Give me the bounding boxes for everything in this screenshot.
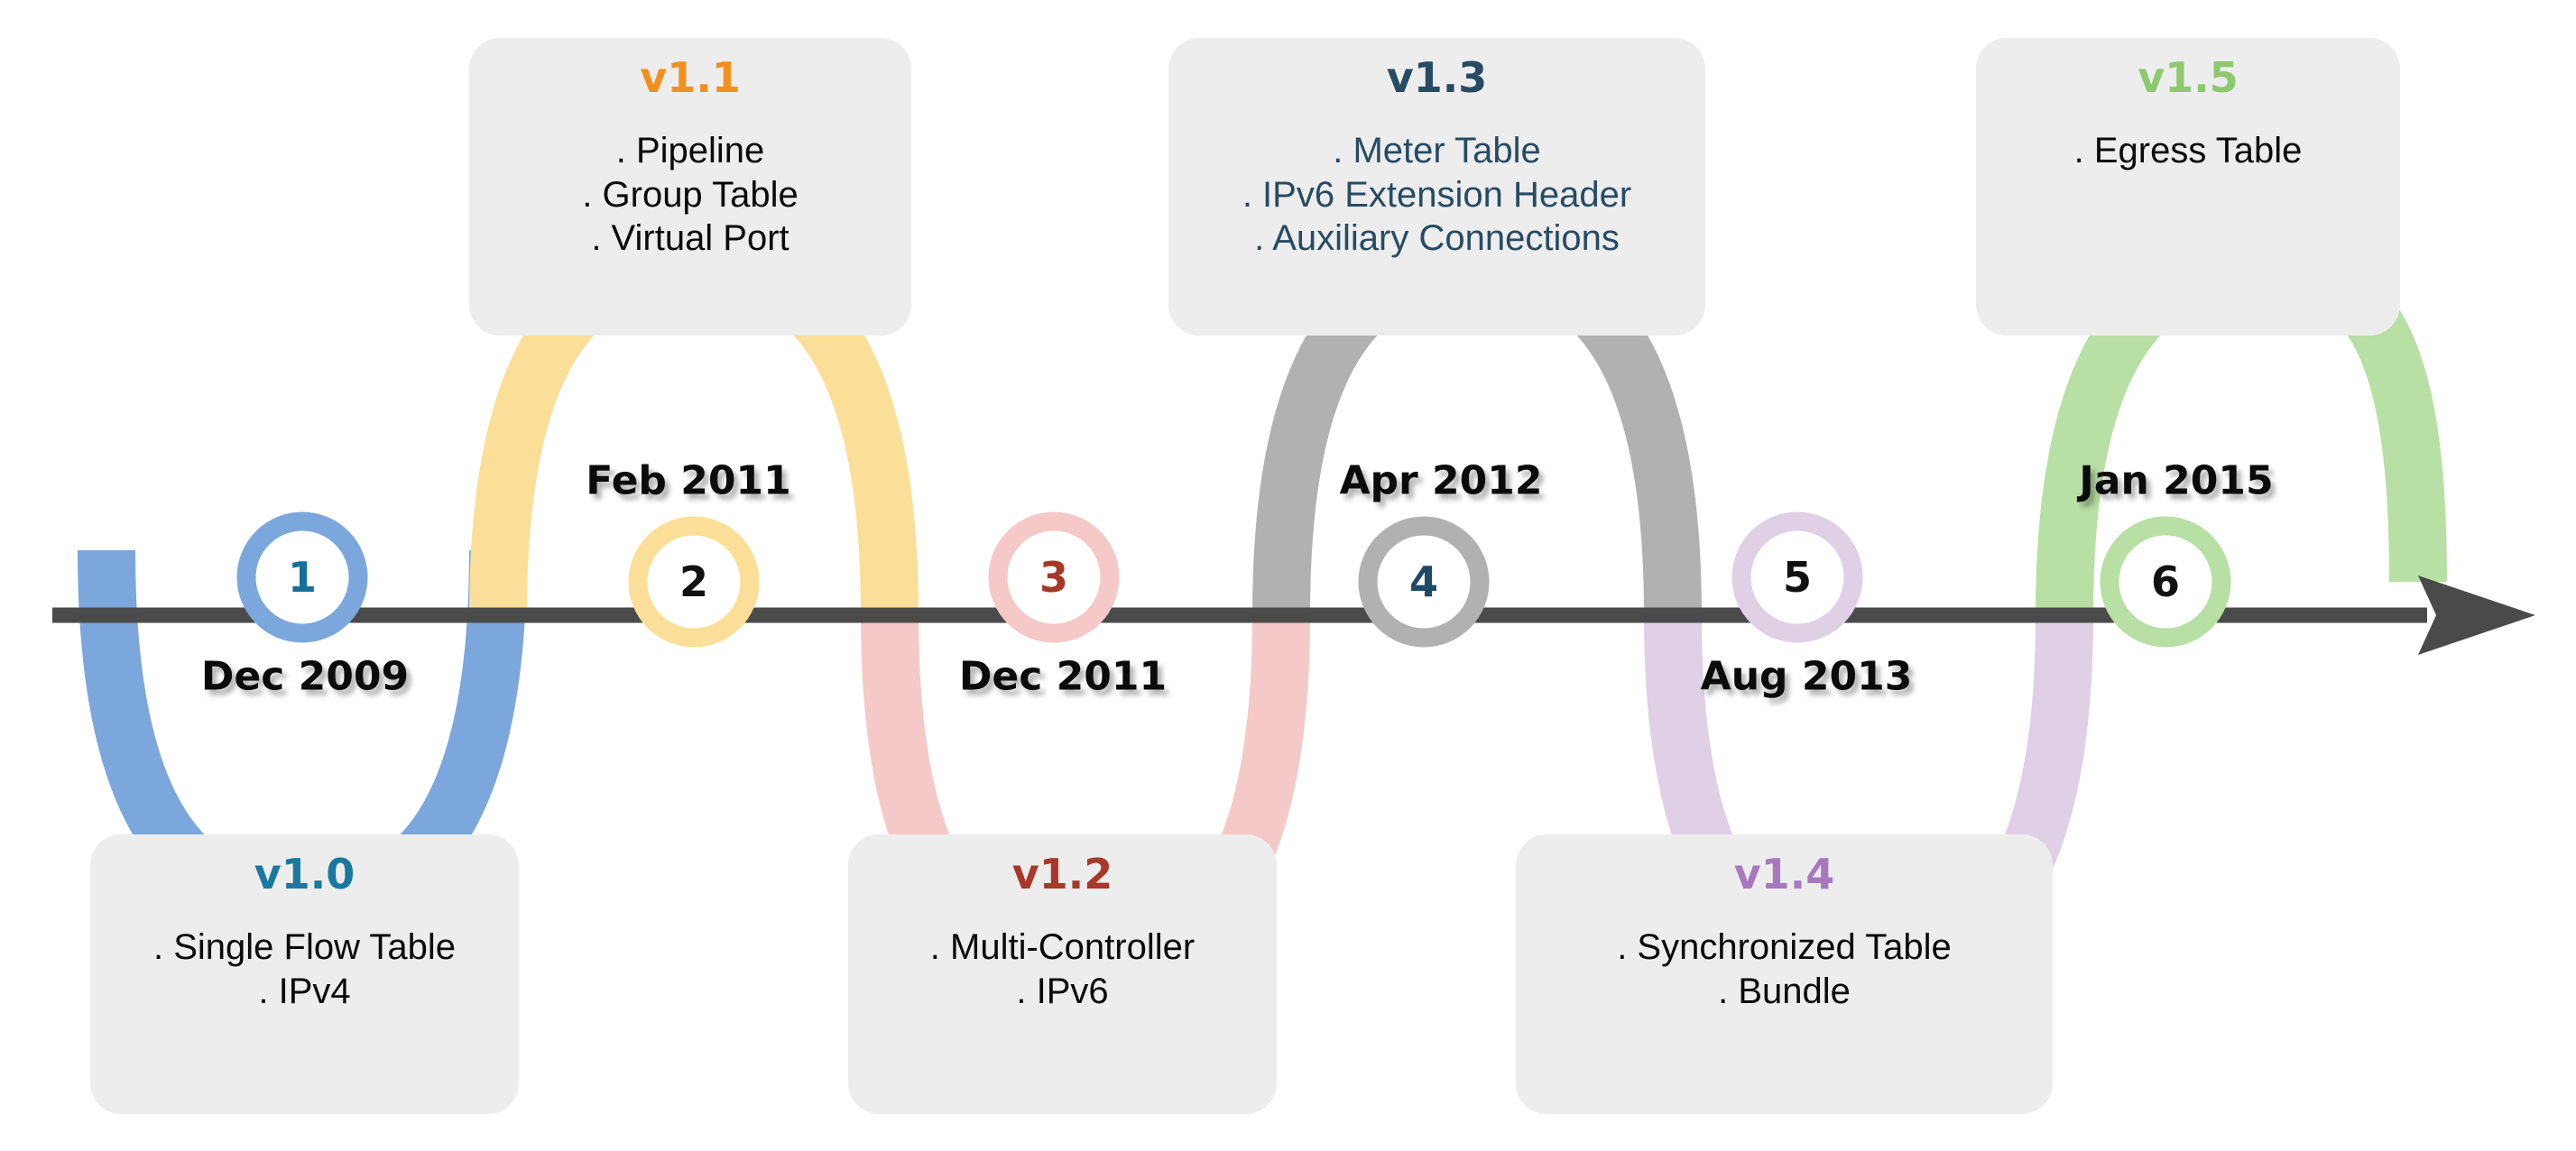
node-number-6: 6 xyxy=(2150,557,2181,606)
version-label-v1-3: v1.3 xyxy=(1386,53,1488,102)
date-label-3: Dec 2011 xyxy=(958,653,1168,700)
node-number-1: 1 xyxy=(287,553,318,602)
version-label-v1-0: v1.0 xyxy=(254,850,355,898)
version-card-v1-5[interactable]: v1.5 . Egress Table xyxy=(1976,38,2400,336)
node-ring-3 xyxy=(988,511,1120,643)
version-card-v1-2[interactable]: v1.2 . Multi-Controller . IPv6 xyxy=(848,834,1277,1114)
feature-item-v1-1-1: . Group Table xyxy=(582,174,799,215)
version-label-v1-2: v1.2 xyxy=(1011,850,1113,898)
version-card-v1-4[interactable]: v1.4 . Synchronized Table . Bundle xyxy=(1516,834,2053,1114)
feature-item-v1-0-0: . Single Flow Table xyxy=(153,926,456,967)
node-ring-1 xyxy=(236,511,368,643)
date-label-2: Feb 2011 xyxy=(586,457,791,504)
node-number-3: 3 xyxy=(1039,553,1069,602)
version-label-v1-1: v1.1 xyxy=(640,53,741,102)
node-rings xyxy=(236,511,2231,648)
feature-item-v1-4-1: . Bundle xyxy=(1718,971,1851,1011)
version-label-v1-5: v1.5 xyxy=(2137,53,2239,102)
axis-arrowhead xyxy=(2418,576,2535,655)
feature-item-v1-1-0: . Pipeline xyxy=(615,130,765,170)
feature-item-v1-2-0: . Multi-Controller xyxy=(929,926,1196,967)
node-number-4: 4 xyxy=(1408,557,1439,606)
node-ring-2 xyxy=(628,516,760,648)
node-ring-6 xyxy=(2100,516,2231,648)
version-card-v1-0[interactable]: v1.0 . Single Flow Table . IPv4 xyxy=(90,834,519,1114)
node-ring-5 xyxy=(1731,511,1863,643)
feature-item-v1-3-0: . Meter Table xyxy=(1333,130,1541,170)
date-label-6: Jan 2015 xyxy=(2079,457,2274,504)
node-ring-4 xyxy=(1358,516,1490,648)
date-label-5: Aug 2013 xyxy=(1700,653,1913,700)
node-number-2: 2 xyxy=(679,557,709,606)
date-label-1: Dec 2009 xyxy=(200,653,410,700)
version-card-v1-1[interactable]: v1.1 . Pipeline . Group Table . Virtual … xyxy=(469,38,911,336)
feature-item-v1-0-1: . IPv4 xyxy=(258,971,351,1011)
version-label-v1-4: v1.4 xyxy=(1733,850,1835,898)
timeline-axis xyxy=(52,576,2535,655)
feature-item-v1-1-2: . Virtual Port xyxy=(591,218,789,259)
feature-item-v1-3-1: . IPv6 Extension Header xyxy=(1242,174,1632,215)
feature-item-v1-5-0: . Egress Table xyxy=(2073,130,2303,170)
feature-item-v1-3-2: . Auxiliary Connections xyxy=(1254,218,1620,259)
version-card-v1-3[interactable]: v1.3 . Meter Table . IPv6 Extension Head… xyxy=(1168,38,1705,336)
date-label-4: Apr 2012 xyxy=(1339,457,1543,504)
node-number-5: 5 xyxy=(1782,553,1813,602)
feature-item-v1-4-0: . Synchronized Table xyxy=(1617,926,1952,967)
feature-item-v1-2-1: . IPv6 xyxy=(1016,971,1109,1011)
